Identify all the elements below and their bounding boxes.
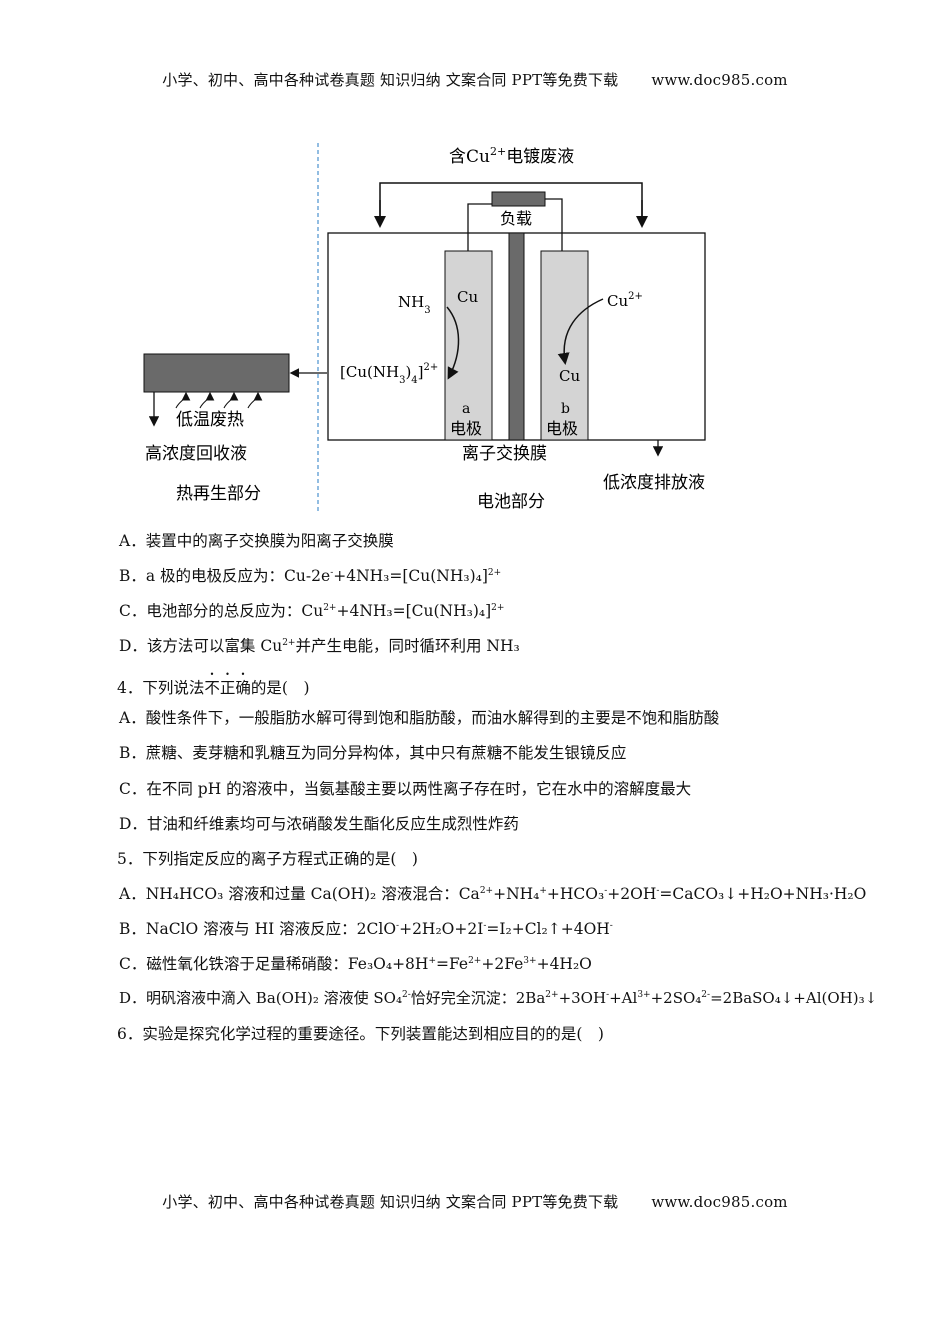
q5-stem: 5．下列指定反应的离子方程式正确的是( )	[117, 850, 418, 868]
battery-diagram: 含Cu2+电镀废液 负载 Cu a 电极 b 电极 Cu NH3 [Cu(NH3…	[143, 143, 706, 512]
discharge-label: 低浓度排放液	[603, 473, 705, 493]
recovery-label: 高浓度回收液	[145, 444, 247, 464]
footer-text: 小学、初中、高中各种试卷真题 知识归纳 文案合同 PPT等免费下载	[162, 1193, 619, 1211]
electrode-a-metal: Cu	[457, 288, 478, 306]
load-box	[491, 191, 546, 207]
q4-option-a: A．酸性条件下，一般脂肪水解可得到饱和脂肪酸，而油水解得到的主要是不饱和脂肪酸	[119, 709, 720, 727]
load-label: 负载	[500, 209, 532, 228]
ion-exchange-membrane	[508, 232, 525, 441]
wire-right	[545, 198, 563, 251]
heat-arrows	[175, 391, 263, 409]
wastewater-label: 含Cu2+电镀废液	[449, 145, 574, 167]
header-text: 小学、初中、高中各种试卷真题 知识归纳 文案合同 PPT等免费下载	[162, 71, 619, 89]
q5-option-c: C．磁性氧化铁溶于足量稀硝酸：Fe₃O₄+8H+=Fe2++2Fe3++4H₂O	[119, 955, 592, 973]
complex-label: [Cu(NH3)4]2+	[340, 362, 438, 386]
header-site: www.doc985.com	[651, 71, 788, 89]
cu-ion-arrow	[557, 298, 604, 365]
q4-option-b: B．蔗糖、麦芽糖和乳糖互为同分异构体，其中只有蔗糖不能发生银镜反应	[119, 744, 627, 762]
q4-stem: 4．下列说法不正确的是( )	[117, 679, 310, 697]
electrode-a	[444, 250, 493, 441]
regeneration-box	[143, 353, 290, 393]
battery-section-label: 电池部分	[477, 492, 545, 512]
cu-ion-label: Cu2+	[607, 291, 643, 310]
nh3-arrow	[446, 306, 460, 380]
membrane-label: 离子交换膜	[462, 444, 547, 464]
heat-section-label: 热再生部分	[176, 484, 261, 504]
nh3-label: NH3	[398, 293, 431, 316]
electrode-a-letter: a	[462, 401, 470, 417]
q6-stem: 6．实验是探究化学过程的重要途径。下列装置能达到相应目的的是( )	[117, 1025, 604, 1043]
q3-option-b: B．a 极的电极反应为：Cu-2e-+4NH₃=[Cu(NH₃)₄]2+	[119, 567, 502, 585]
q3-option-d: D．该方法可以富集 Cu2+并产生电能，同时循环利用 NH₃	[119, 637, 520, 655]
page-header: 小学、初中、高中各种试卷真题 知识归纳 文案合同 PPT等免费下载 www.do…	[0, 69, 950, 90]
q5-option-b: B．NaClO 溶液与 HI 溶液反应：2ClO-+2H₂O+2I-=I₂+Cl…	[119, 920, 613, 938]
wire-left	[467, 203, 492, 251]
q4-option-d: D．甘油和纤维素均可与浓硝酸发生酯化反应生成烈性炸药	[119, 815, 519, 833]
electrode-b-metal: Cu	[559, 367, 580, 385]
q3-option-c: C．电池部分的总反应为：Cu2++4NH₃=[Cu(NH₃)₄]2+	[119, 602, 505, 620]
q5-option-d: D．明矾溶液中滴入 Ba(OH)₂ 溶液使 SO₄2-恰好完全沉淀：2Ba2++…	[119, 989, 878, 1007]
q4-option-c: C．在不同 pH 的溶液中，当氨基酸主要以两性离子存在时，它在水中的溶解度最大	[119, 780, 692, 798]
q3-option-a: A．装置中的离子交换膜为阳离子交换膜	[119, 532, 394, 550]
electrode-b-label: 电极	[546, 419, 578, 438]
electrode-b-letter: b	[561, 401, 570, 417]
waste-heat-label: 低温废热	[176, 410, 244, 430]
page-footer: 小学、初中、高中各种试卷真题 知识归纳 文案合同 PPT等免费下载 www.do…	[0, 1191, 950, 1212]
electrode-a-label: 电极	[450, 419, 482, 438]
q5-option-a: A．NH₄HCO₃ 溶液和过量 Ca(OH)₂ 溶液混合：Ca2++NH₄++H…	[119, 885, 867, 903]
footer-site: www.doc985.com	[651, 1193, 788, 1211]
